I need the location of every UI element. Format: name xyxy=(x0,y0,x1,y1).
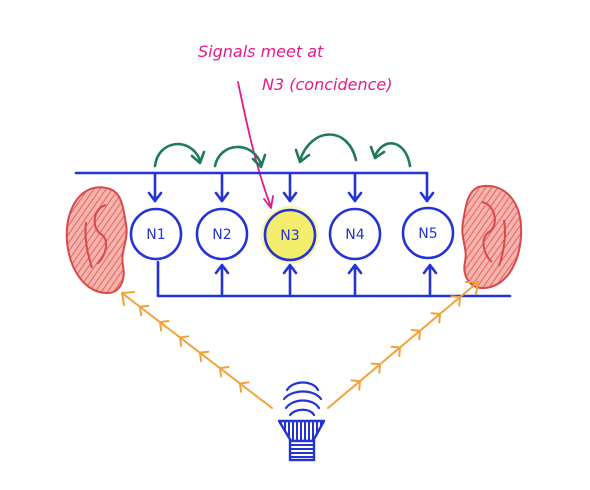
delay-arrow-1 xyxy=(153,142,206,168)
sound-path-tick xyxy=(139,304,150,317)
neuron-label: N1 xyxy=(146,227,165,243)
neuron-n1: N1 xyxy=(129,207,183,261)
sound-waves xyxy=(282,381,323,417)
neuron-label: N4 xyxy=(345,227,364,243)
top-input-n3 xyxy=(282,171,298,203)
sound-path-tick xyxy=(219,366,230,378)
neuron-label: N2 xyxy=(212,227,231,243)
neuron-n3: N3 xyxy=(261,206,319,264)
neuron-n5: N5 xyxy=(401,206,455,260)
right-ear-pathway xyxy=(156,260,512,298)
bottom-input-n4 xyxy=(347,263,363,298)
sound-path-tick xyxy=(179,335,190,347)
neuron-label: N3 xyxy=(280,228,299,244)
sound-path-tick xyxy=(370,362,381,374)
left-ear-pathway xyxy=(74,171,435,203)
neuron-n2: N2 xyxy=(195,207,249,261)
annotation-line-2: N3 (concidence) xyxy=(262,75,392,94)
top-input-n2 xyxy=(214,171,230,203)
speaker-base xyxy=(288,439,316,462)
annotation-arrow xyxy=(237,81,274,209)
speaker-icon xyxy=(277,381,326,462)
sound-path-tick xyxy=(199,350,210,363)
sound-path-tick xyxy=(430,312,441,324)
sound-path-tick xyxy=(239,381,250,393)
sound-path-tick xyxy=(390,345,401,357)
top-input-n4 xyxy=(347,171,363,203)
bottom-input-n5 xyxy=(422,263,438,298)
delay-arrow-3 xyxy=(294,133,358,164)
delay-arrow-2 xyxy=(213,145,267,169)
sound-path-to-left-ear xyxy=(121,291,273,409)
sound-path-to-right-ear xyxy=(327,281,479,409)
delay-arrow-4 xyxy=(369,142,412,168)
speaker-cone xyxy=(277,419,326,443)
left-ear-icon xyxy=(65,186,128,295)
top-input-n1 xyxy=(147,171,163,203)
sound-path-tick xyxy=(410,329,421,341)
neuron-label: N5 xyxy=(418,226,437,242)
bottom-input-n2 xyxy=(214,263,230,298)
sound-path-tick xyxy=(159,320,170,332)
sound-path-tick xyxy=(350,379,361,391)
delay-arrows xyxy=(153,133,412,169)
annotation-line-1: Signals meet at xyxy=(198,42,324,61)
bottom-input-n3 xyxy=(282,263,298,298)
neuron-n4: N4 xyxy=(328,207,382,261)
top-input-n5 xyxy=(419,171,435,203)
sound-path-tick xyxy=(450,295,461,307)
neuron-row: N1 N2 N3 N4 N5 xyxy=(129,206,455,264)
coincidence-annotation: Signals meet at N3 (concidence) xyxy=(198,42,392,209)
right-ear-icon xyxy=(461,184,523,290)
